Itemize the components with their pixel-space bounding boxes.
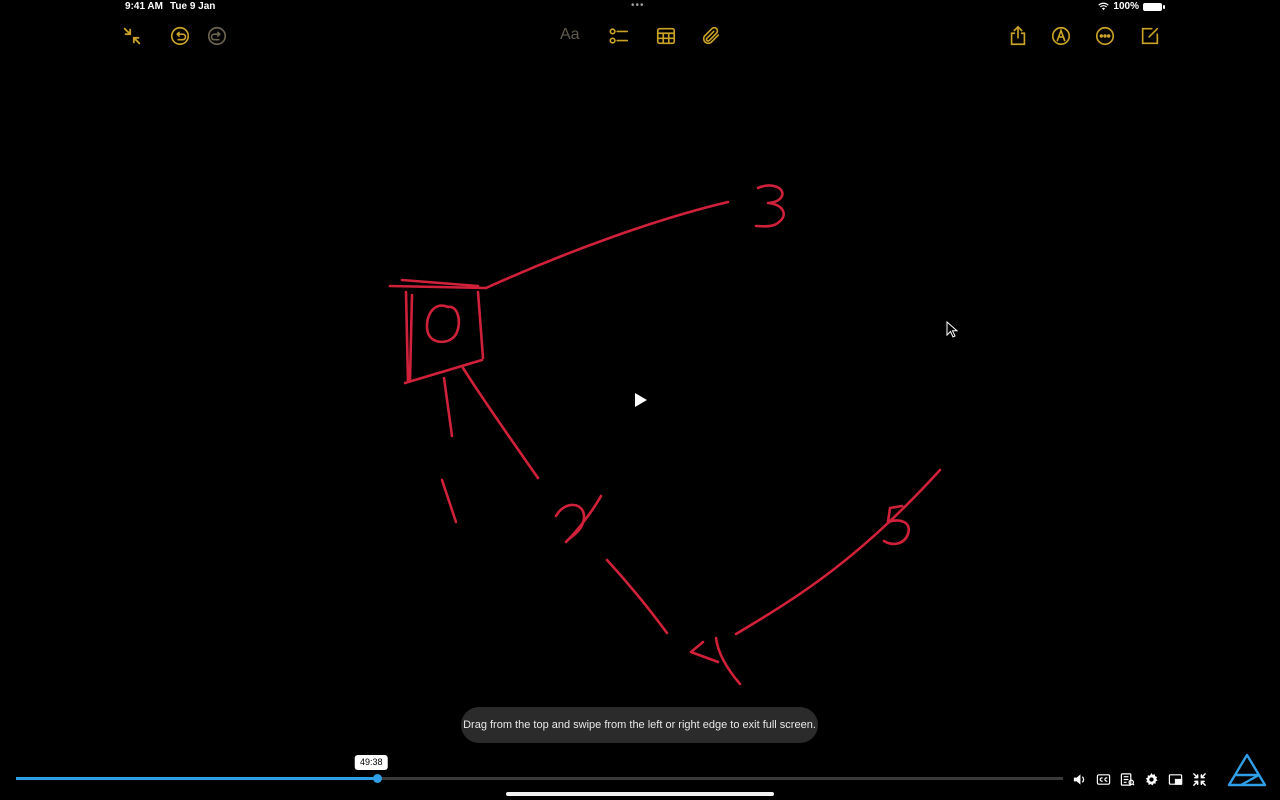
battery-icon xyxy=(1143,2,1165,11)
multitasking-dots[interactable]: ••• xyxy=(631,0,645,11)
undo-icon[interactable] xyxy=(168,24,192,48)
volume-icon[interactable] xyxy=(1071,771,1088,788)
more-icon[interactable] xyxy=(1093,24,1117,48)
progress-scrubber[interactable] xyxy=(372,774,382,783)
attachment-icon[interactable] xyxy=(699,24,723,48)
redo-icon[interactable] xyxy=(205,24,229,48)
drawn-digits xyxy=(425,184,911,686)
transcript-icon[interactable] xyxy=(1119,771,1136,788)
pip-icon[interactable] xyxy=(1167,771,1184,788)
markup-icon[interactable] xyxy=(1049,24,1073,48)
collapse-icon[interactable] xyxy=(120,24,144,48)
settings-icon[interactable] xyxy=(1143,771,1160,788)
drawn-lines xyxy=(442,200,942,636)
status-time: 9:41 AM xyxy=(125,1,163,12)
progress-fill xyxy=(16,777,378,780)
compose-icon[interactable] xyxy=(1138,24,1162,48)
brand-logo xyxy=(1226,752,1268,788)
checklist-icon[interactable] xyxy=(607,24,631,48)
mouse-cursor-icon xyxy=(946,320,960,339)
drawn-box xyxy=(388,278,488,385)
exit-fullscreen-toast: Drag from the top and swipe from the lef… xyxy=(461,707,818,743)
progress-bar[interactable] xyxy=(16,774,1063,783)
format-text-button[interactable]: Aa xyxy=(560,26,580,43)
captions-icon[interactable] xyxy=(1095,771,1112,788)
play-button[interactable] xyxy=(630,390,650,410)
status-date: Tue 9 Jan xyxy=(170,1,216,12)
status-right: 100% xyxy=(1098,1,1165,12)
wifi-icon xyxy=(1098,2,1110,11)
status-bar: 9:41 AM Tue 9 Jan ••• 100% xyxy=(0,0,1280,14)
current-time-tooltip: 49:38 xyxy=(354,755,388,770)
home-indicator[interactable] xyxy=(506,792,774,796)
share-icon[interactable] xyxy=(1006,24,1030,48)
exit-fullscreen-icon[interactable] xyxy=(1191,771,1208,788)
table-icon[interactable] xyxy=(654,24,678,48)
battery-percent: 100% xyxy=(1113,1,1139,12)
